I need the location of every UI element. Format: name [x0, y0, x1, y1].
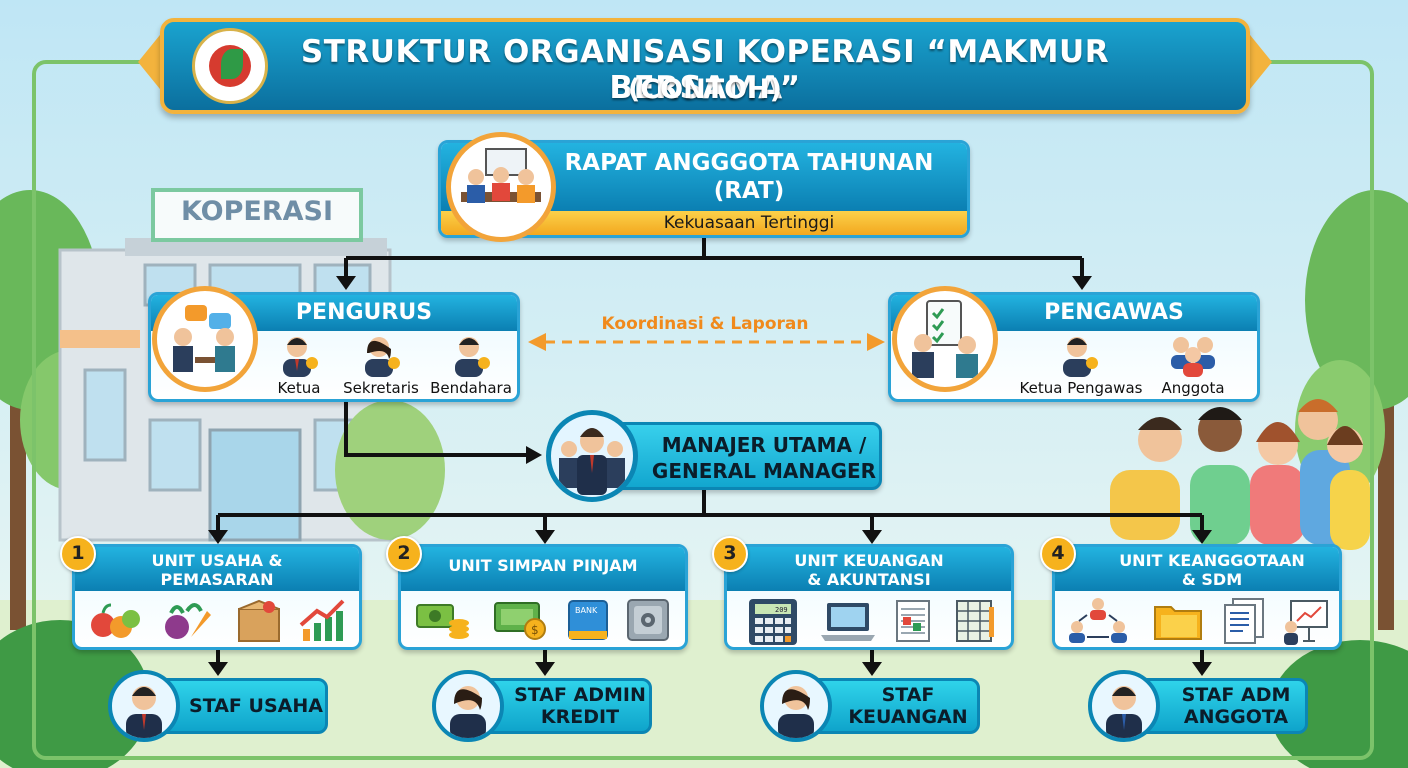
people-group-illustration: [1110, 399, 1370, 550]
cash-coin-icon: $: [494, 602, 546, 640]
package-box-icon: [238, 599, 280, 642]
banner-left-tip: [138, 30, 164, 94]
rat-title: RAPAT ANGGGOTA TAHUNAN: [564, 150, 934, 176]
banner-right-tip: [1246, 30, 1272, 94]
staf-admin-kredit-avatar: [432, 670, 504, 742]
unit-simpan-pinjam-number-badge: 2: [386, 536, 422, 572]
ketua-avatar-icon: [283, 337, 318, 377]
unit-usaha-number-badge: 1: [60, 536, 96, 572]
unit-keanggotaan-box: UNIT KEANGGOTAAN & SDM: [1052, 544, 1342, 650]
rat-abbreviation: (RAT): [713, 178, 785, 204]
safe-vault-icon: [627, 599, 669, 641]
unit-simpan-pinjam-title: UNIT SIMPAN PINJAM: [448, 556, 638, 575]
unit-usaha-title-line1: UNIT USAHA &: [151, 551, 283, 570]
unit-simpan-pinjam-box: UNIT SIMPAN PINJAM $ BANK: [398, 544, 688, 650]
pengurus-title: PENGURUS: [295, 300, 433, 325]
unit-keuangan-title-line1: UNIT KEUANGAN: [794, 551, 944, 570]
staf-keuangan-line2: KEUANGAN: [848, 706, 968, 728]
page-subtitle: (CONTOH): [627, 74, 782, 105]
pengurus-role-sekretaris: Sekretaris: [343, 379, 419, 397]
manager-title-line1: MANAJER UTAMA /: [661, 433, 867, 457]
manager-team-illustration: [546, 410, 638, 502]
calculator-display: 209: [775, 606, 788, 614]
bank-book-icon: BANK: [568, 600, 608, 640]
staf-keuangan-avatar: [760, 670, 832, 742]
svg-text:$: $: [531, 623, 539, 637]
unit-keanggotaan-title-line1: UNIT KEANGGOTAAN: [1119, 551, 1305, 570]
cooperative-logo-icon: [192, 28, 268, 104]
checklist-illustration: [892, 286, 998, 392]
money-stack-icon: [416, 604, 469, 639]
discussion-illustration: [152, 286, 258, 392]
member-network-icon: [1069, 598, 1127, 643]
growth-chart-icon: [299, 599, 345, 641]
pengawas-title: PENGAWAS: [1044, 300, 1184, 325]
pengawas-role-anggota: Anggota: [1161, 379, 1225, 397]
unit-usaha-title-line2: PEMASARAN: [160, 570, 274, 589]
staf-usaha-line1: STAF USAHA: [189, 695, 323, 717]
laptop-icon: [821, 603, 875, 641]
manager-box: MANAJER UTAMA / GENERAL MANAGER: [600, 422, 882, 490]
documents-icon: [1224, 598, 1264, 644]
ketua-pengawas-avatar-icon: [1063, 337, 1098, 377]
staf-admin-kredit-line1: STAF ADMIN: [514, 684, 646, 706]
pengurus-role-bendahara: Bendahara: [430, 379, 512, 397]
staf-admin-kredit-line2: KREDIT: [540, 706, 620, 728]
staf-adm-anggota-avatar: [1088, 670, 1160, 742]
unit-keanggotaan-number-badge: 4: [1040, 536, 1076, 572]
unit-keuangan-title-line2: & AKUNTANSI: [807, 570, 931, 589]
staf-keuangan-line1: STAF: [881, 684, 935, 706]
vegetables-icon: [165, 603, 211, 639]
fruits-icon: [91, 603, 140, 638]
staf-adm-anggota-line1: STAF ADM: [1181, 684, 1291, 706]
presentation-board-icon: [1284, 600, 1328, 645]
coordination-arrow: [528, 333, 885, 351]
sekretaris-avatar-icon: [365, 337, 400, 377]
meeting-illustration: [446, 132, 556, 242]
spreadsheet-icon: [956, 600, 994, 642]
pengurus-role-ketua: Ketua: [277, 379, 321, 397]
unit-keanggotaan-title-line2: & SDM: [1181, 570, 1243, 589]
bank-card-label: BANK: [575, 606, 598, 615]
bendahara-avatar-icon: [455, 337, 490, 377]
unit-usaha-box: UNIT USAHA & PEMASARAN: [72, 544, 362, 650]
ledger-document-icon: [896, 600, 930, 642]
rat-subtitle: Kekuasaan Tertinggi: [663, 213, 835, 233]
staf-usaha-avatar: [108, 670, 180, 742]
building-sign: KOPERASI: [180, 196, 334, 227]
coordination-label: Koordinasi & Laporan: [601, 314, 809, 334]
page-title: STRUKTUR ORGANISASI KOPERASI “MAKMUR BER…: [300, 34, 1110, 106]
title-banner: [160, 18, 1250, 114]
anggota-group-icon: [1171, 337, 1215, 377]
folder-icon: [1154, 606, 1202, 640]
unit-keuangan-number-badge: 3: [712, 536, 748, 572]
pengawas-role-ketua: Ketua Pengawas: [1019, 379, 1143, 397]
unit-keuangan-box: UNIT KEUANGAN & AKUNTANSI 209: [724, 544, 1014, 650]
calculator-icon: 209: [749, 599, 797, 645]
manager-title-line2: GENERAL MANAGER: [651, 459, 877, 483]
staf-adm-anggota-line2: ANGGOTA: [1183, 706, 1289, 728]
